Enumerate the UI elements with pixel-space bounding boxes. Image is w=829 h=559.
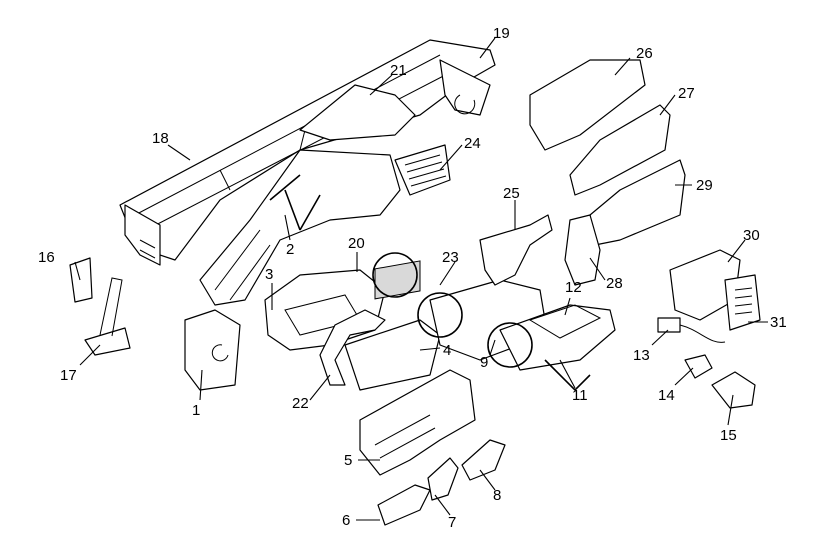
center-console	[429, 279, 616, 371]
dash-carrier	[199, 149, 401, 306]
callout-26: 26	[636, 45, 653, 62]
callout-17: 17	[60, 367, 77, 384]
cluster-bezel	[319, 309, 386, 386]
callout-2: 2	[286, 241, 294, 258]
fuse-box-31	[724, 274, 761, 331]
callout-9: 9	[480, 354, 488, 371]
callout-6: 6	[342, 512, 350, 529]
watermark	[269, 174, 591, 392]
callout-labels: 1 2 3 4 5 6 7 8 9 11 12 13 14 15 16 17 1…	[38, 25, 787, 531]
callout-1: 1	[192, 402, 200, 419]
callout-18: 18	[152, 130, 169, 147]
bracket-8	[461, 439, 506, 481]
glovebox-door-29	[589, 159, 686, 246]
callout-29: 29	[696, 177, 713, 194]
glovebox-inner-27	[569, 104, 671, 196]
callout-5: 5	[344, 452, 352, 469]
callout-13: 13	[633, 347, 650, 364]
callout-11: 11	[572, 387, 588, 404]
glovebox-frame-28	[564, 214, 601, 286]
callout-31: 31	[770, 314, 787, 331]
callout-27: 27	[678, 85, 695, 102]
callout-30: 30	[743, 227, 760, 244]
bracket-15	[711, 371, 756, 409]
sensor-14	[684, 354, 713, 379]
support-bracket-25	[479, 214, 553, 286]
callout-28: 28	[606, 275, 623, 292]
callout-3: 3	[265, 266, 273, 283]
callout-4: 4	[443, 342, 451, 359]
callout-25: 25	[503, 185, 520, 202]
callout-7: 7	[448, 514, 456, 531]
callout-24: 24	[464, 135, 481, 152]
top-cover	[299, 84, 416, 141]
callout-19: 19	[493, 25, 510, 42]
callout-15: 15	[720, 427, 737, 444]
side-cover	[184, 309, 241, 391]
callout-14: 14	[658, 387, 675, 404]
glovebox-lid-26	[529, 59, 646, 151]
callout-22: 22	[292, 395, 309, 412]
vent-panel	[394, 144, 451, 196]
bracket-6	[377, 484, 431, 526]
callout-21: 21	[390, 62, 407, 79]
leader-lines	[74, 37, 768, 521]
instrument-cluster	[344, 260, 441, 391]
callout-20: 20	[348, 235, 365, 252]
callout-23: 23	[442, 249, 459, 266]
lower-panel	[359, 369, 476, 476]
bracket-7	[427, 457, 459, 501]
callout-16: 16	[38, 249, 55, 266]
switch-13	[657, 317, 681, 333]
callout-8: 8	[493, 487, 501, 504]
callout-12: 12	[565, 279, 582, 296]
pedal-bracket-16	[69, 257, 93, 303]
